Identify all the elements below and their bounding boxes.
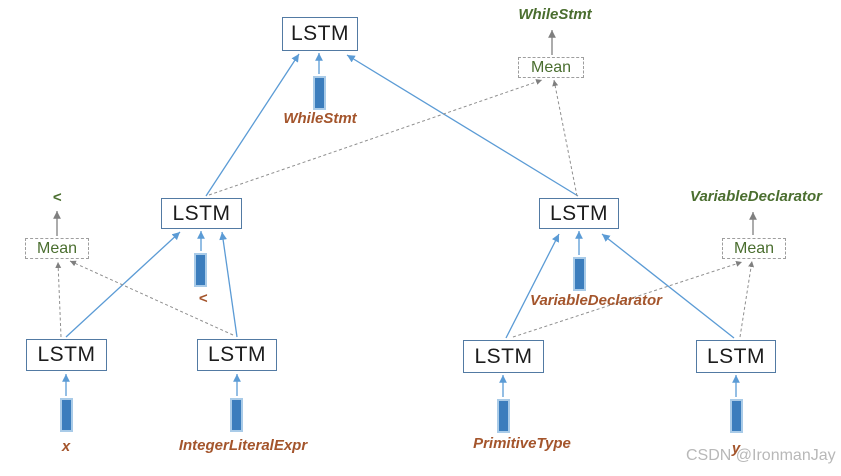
embedding-bar-x: [60, 398, 73, 432]
lstm-box-condition: LSTM: [161, 198, 242, 229]
lstm-box-vardecl: LSTM: [539, 198, 619, 229]
input-label-integer-literal: IntegerLiteralExpr: [178, 437, 308, 454]
input-label-y: y: [731, 440, 741, 457]
output-label-lessthan: <: [52, 189, 62, 206]
dashed-edges: [55, 79, 755, 338]
mean-output-arrows: [53, 29, 757, 236]
mean-box-lessthan: Mean: [25, 238, 89, 259]
lstm-box-primitive-type: LSTM: [463, 340, 544, 373]
input-label-x: x: [61, 438, 71, 455]
lstm-box-root: LSTM: [282, 17, 358, 51]
input-label-whilestmt: WhileStmt: [283, 110, 357, 127]
mean-box-whilestmt: Mean: [518, 57, 584, 78]
embedding-bar-lessthan: [194, 253, 207, 287]
embedding-bar-y: [730, 399, 743, 433]
mean-box-vardecl: Mean: [722, 238, 786, 259]
lstm-box-y: LSTM: [696, 340, 776, 373]
input-label-vardecl: VariableDeclarator: [529, 292, 663, 309]
output-label-whilestmt: WhileStmt: [518, 6, 592, 23]
embedding-bar-vardecl: [573, 257, 586, 291]
input-label-primitive-type: PrimitiveType: [473, 435, 571, 452]
input-label-lessthan: <: [198, 290, 208, 307]
lstm-box-x: LSTM: [26, 339, 107, 371]
blue-edges: [62, 53, 740, 397]
output-label-vardecl: VariableDeclarator: [689, 188, 823, 205]
embedding-bar-integer-literal: [230, 398, 243, 432]
embedding-bar-primitive-type: [497, 399, 510, 433]
watermark: CSDN @IronmanJay: [686, 447, 836, 464]
embedding-bar-whilestmt: [313, 76, 326, 110]
lstm-box-integer-literal: LSTM: [197, 339, 277, 371]
